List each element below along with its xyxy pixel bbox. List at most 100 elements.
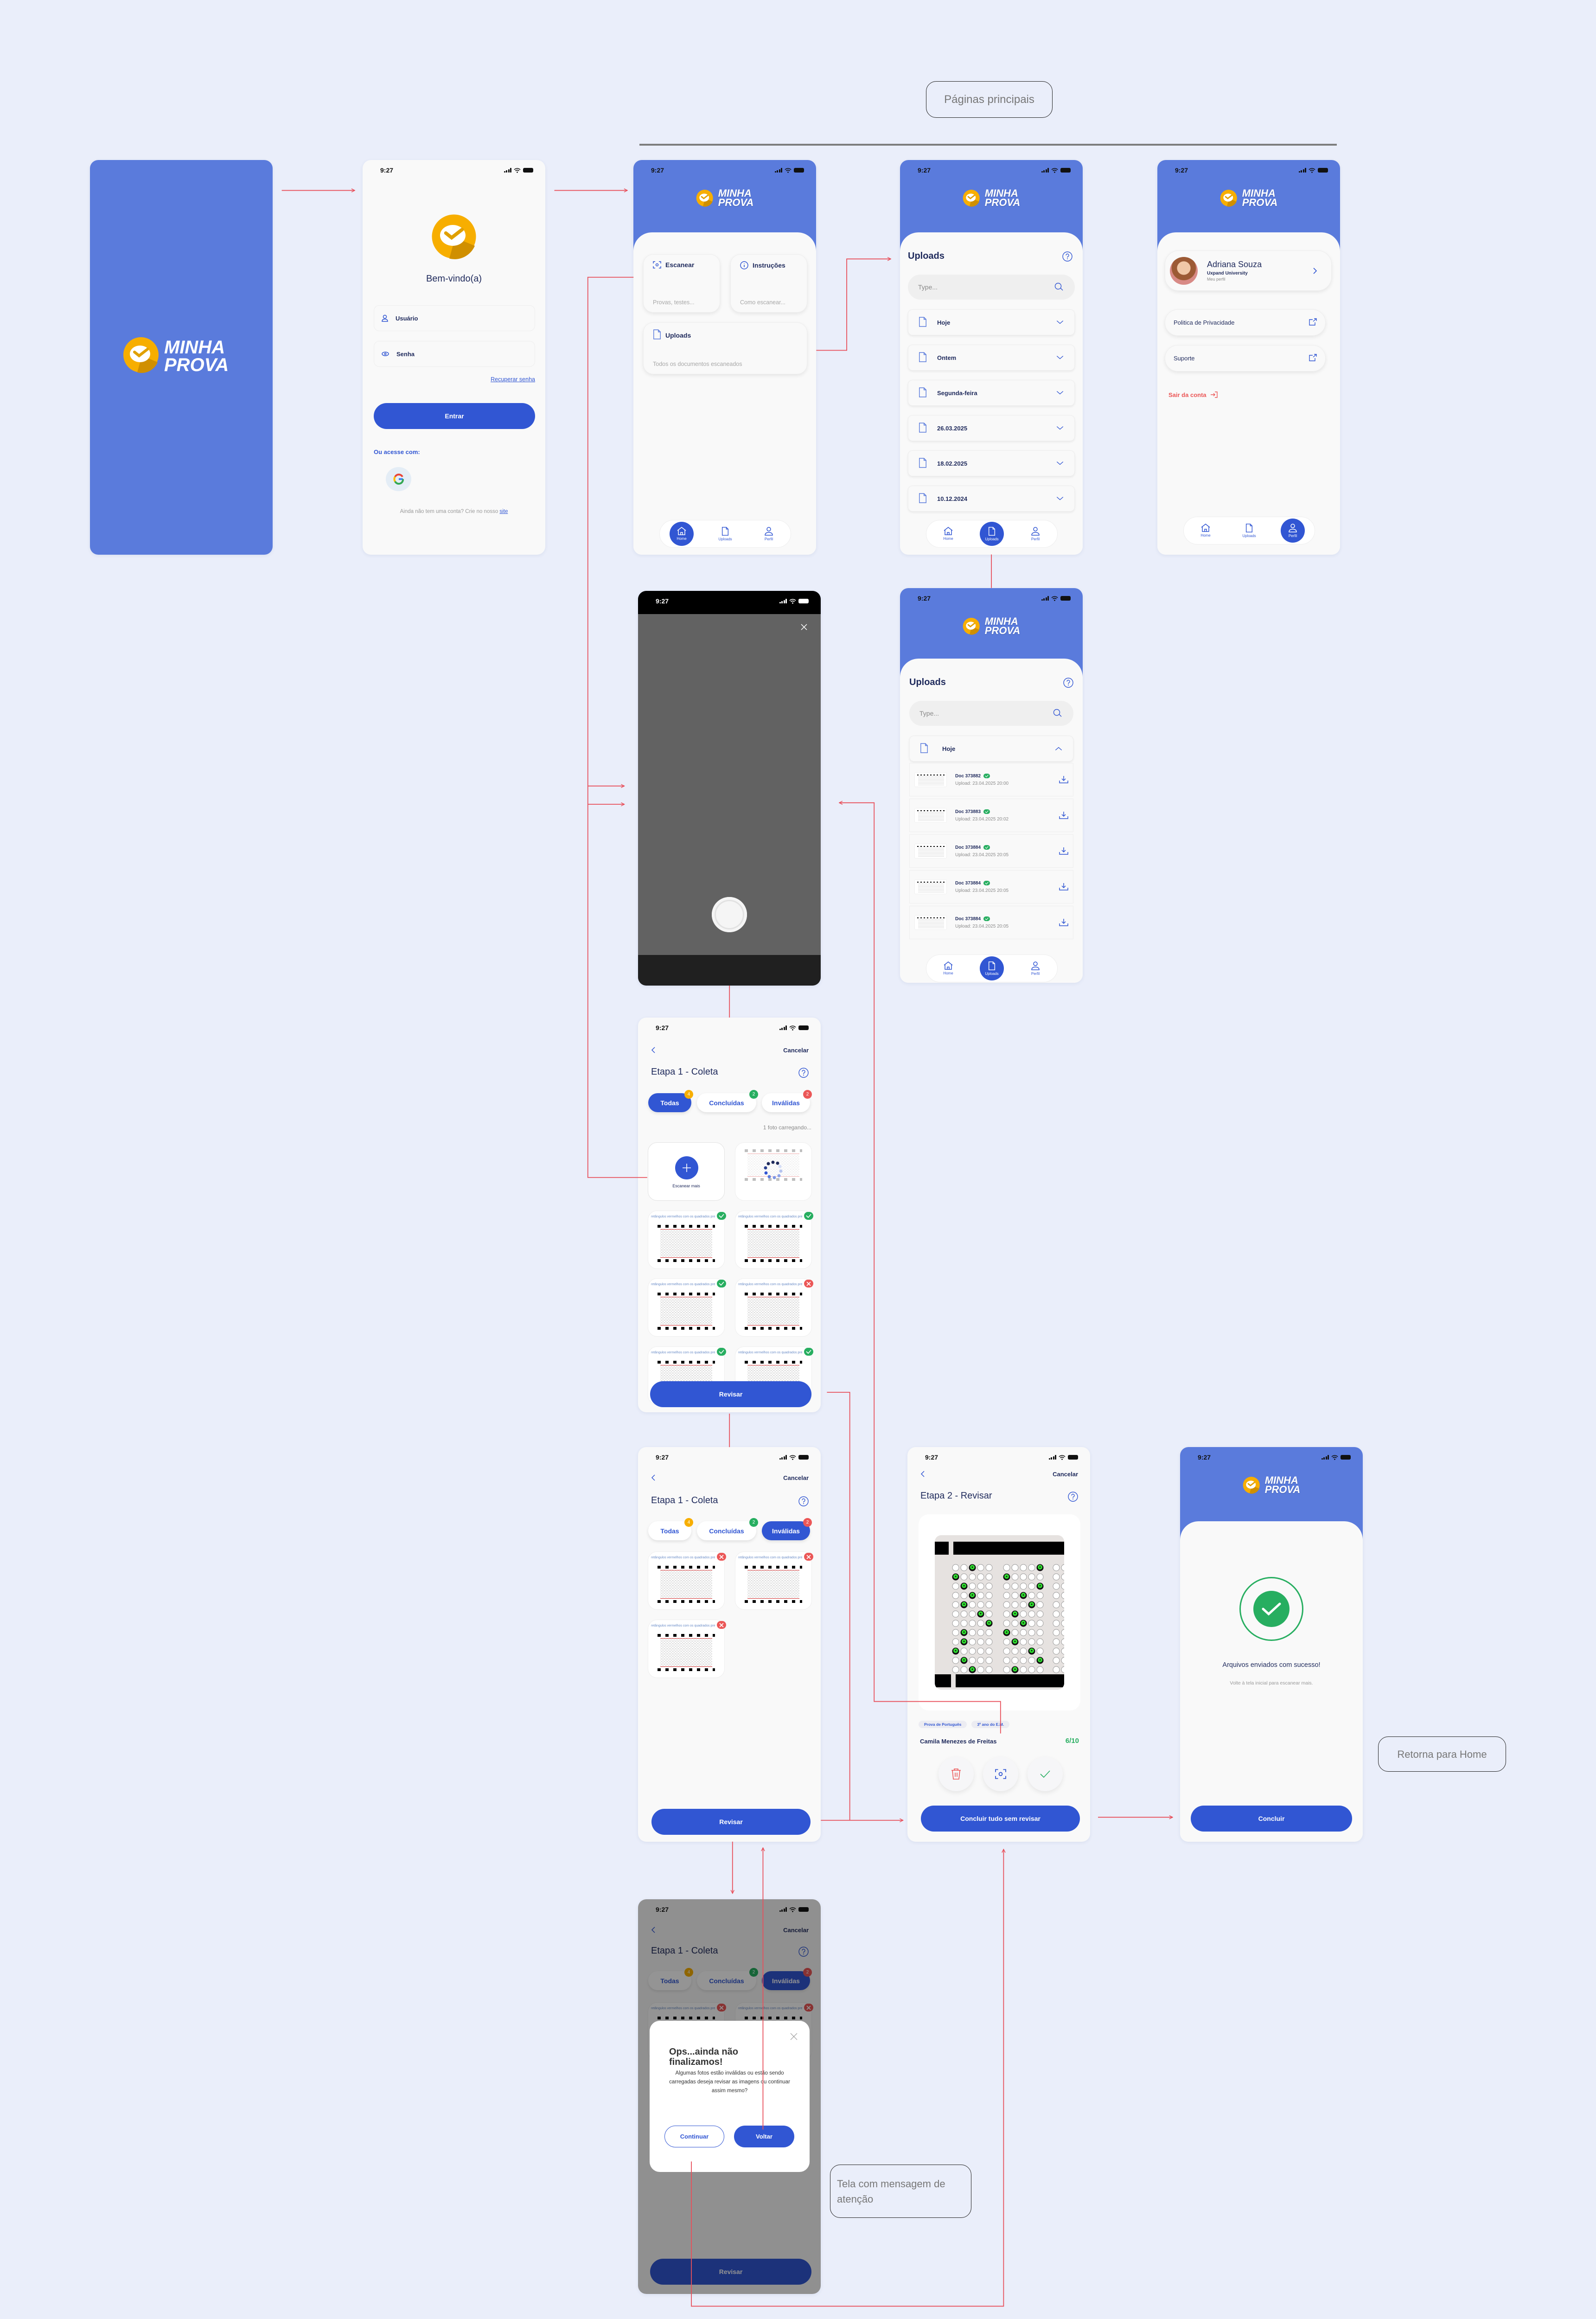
nav-profile[interactable]: Perfil: [1281, 519, 1305, 543]
modal-title: Ops...ainda não finalizamos!: [669, 2047, 738, 2067]
download-icon[interactable]: [1059, 918, 1068, 927]
help-icon[interactable]: [1068, 1492, 1078, 1502]
help-icon[interactable]: [1063, 678, 1073, 688]
back-icon[interactable]: [651, 1926, 656, 1934]
scanned-sheet-tile[interactable]: retângulos vermelhos com os quadrados pr…: [735, 1278, 813, 1337]
scanned-sheet-tile[interactable]: retângulos vermelhos com os quadrados pr…: [648, 1620, 726, 1678]
nav-uploads[interactable]: Uploads: [980, 956, 1004, 980]
cancel-link[interactable]: Cancelar: [783, 1926, 809, 1934]
support-item[interactable]: Suporte: [1165, 345, 1326, 372]
uploads-card[interactable]: Uploads Todos os documentos escaneados: [643, 322, 807, 374]
download-icon[interactable]: [1059, 883, 1068, 891]
close-icon[interactable]: [790, 2033, 798, 2040]
help-icon[interactable]: [798, 1068, 809, 1078]
scan-more-tile[interactable]: Escanear mais: [648, 1142, 725, 1201]
upload-group-hoje[interactable]: Hoje: [909, 736, 1073, 762]
back-icon[interactable]: [651, 1474, 656, 1481]
upload-group[interactable]: Hoje: [908, 309, 1075, 335]
nav-uploads[interactable]: Uploads: [980, 522, 1004, 546]
help-icon[interactable]: [798, 1947, 809, 1957]
review-button[interactable]: Revisar: [650, 2259, 811, 2285]
profile-card[interactable]: Adriana Souza Uxpand University Meu perf…: [1165, 250, 1332, 291]
timing-mark: [953, 1542, 986, 1555]
scanned-sheet-tile[interactable]: retângulos vermelhos com os quadrados pr…: [735, 1211, 813, 1269]
upload-group[interactable]: Segunda-feira: [908, 380, 1075, 406]
recover-password-link[interactable]: Recuperar senha: [491, 376, 535, 383]
shutter-button[interactable]: [712, 897, 747, 932]
back-icon[interactable]: [920, 1470, 925, 1478]
nav-profile[interactable]: Perfil: [757, 522, 781, 546]
cancel-link[interactable]: Cancelar: [783, 1046, 809, 1054]
username-field[interactable]: Usuário: [374, 305, 535, 331]
search-icon[interactable]: [1054, 282, 1064, 292]
upload-group[interactable]: Ontem: [908, 345, 1075, 371]
review-button[interactable]: Revisar: [651, 1809, 811, 1835]
signup-link[interactable]: site: [499, 509, 508, 514]
google-login-button[interactable]: [386, 467, 411, 491]
download-icon[interactable]: [1059, 775, 1068, 784]
nav-profile[interactable]: Perfil: [1023, 522, 1047, 546]
nav-uploads[interactable]: Uploads: [713, 522, 737, 546]
upload-group[interactable]: 10.12.2024: [908, 486, 1075, 512]
status-bar: 9:27: [633, 160, 816, 180]
continue-button[interactable]: Continuar: [664, 2126, 724, 2147]
nav-home[interactable]: Home: [670, 522, 694, 546]
nav-profile[interactable]: Perfil: [1023, 956, 1047, 980]
eye-icon[interactable]: [382, 352, 389, 356]
nav-home[interactable]: Home: [1194, 519, 1218, 543]
search-input[interactable]: Type...: [908, 275, 1075, 300]
login-button[interactable]: Entrar: [374, 403, 535, 429]
scanned-sheet-tile[interactable]: retângulos vermelhos com os quadrados pr…: [648, 1211, 726, 1269]
back-button[interactable]: Voltar: [734, 2126, 794, 2147]
status-icons: [1041, 596, 1071, 601]
nav-uploads[interactable]: Uploads: [1237, 519, 1261, 543]
approve-button[interactable]: [1028, 1757, 1063, 1791]
cancel-link[interactable]: Cancelar: [1053, 1470, 1078, 1478]
rescan-button[interactable]: [983, 1757, 1018, 1791]
cancel-link[interactable]: Cancelar: [783, 1474, 809, 1481]
nav-home[interactable]: Home: [936, 522, 960, 546]
student-name: Camila Menezes de Freitas: [920, 1738, 997, 1745]
delete-button[interactable]: [938, 1757, 974, 1791]
finish-button[interactable]: Concluir: [1191, 1806, 1352, 1832]
password-field[interactable]: Senha: [374, 341, 535, 367]
answer-bubble: [1028, 1573, 1035, 1581]
back-icon[interactable]: [651, 1046, 656, 1054]
download-icon[interactable]: [1059, 811, 1068, 820]
help-icon[interactable]: [1062, 251, 1073, 262]
logout-button[interactable]: Sair da conta: [1168, 391, 1218, 398]
instructions-card[interactable]: Instruções Como escanear...: [730, 254, 807, 313]
answer-bubble: [977, 1647, 984, 1655]
scan-card[interactable]: Escanear Provas, testes...: [643, 254, 720, 313]
nav-label: Home: [943, 537, 953, 541]
upload-group[interactable]: 18.02.2025: [908, 450, 1075, 476]
scanned-sheet-tile[interactable]: retângulos vermelhos com os quadrados pr…: [735, 1551, 813, 1610]
privacy-policy-item[interactable]: Politica de Privacidade: [1165, 309, 1326, 336]
help-icon[interactable]: [798, 1496, 809, 1506]
search-icon[interactable]: [1053, 709, 1062, 718]
upload-group[interactable]: 26.03.2025: [908, 415, 1075, 441]
download-icon[interactable]: [1059, 847, 1068, 855]
review-button[interactable]: Revisar: [650, 1381, 811, 1407]
finish-all-button[interactable]: Concluir tudo sem revisar: [921, 1806, 1080, 1832]
close-camera-icon[interactable]: [800, 623, 808, 631]
page-title: Etapa 1 - Coleta: [651, 1495, 718, 1505]
scanned-sheet-tile[interactable]: retângulos vermelhos com os quadrados pr…: [648, 1278, 726, 1337]
nav-home[interactable]: Home: [936, 956, 960, 980]
scanned-sheet-tile[interactable]: retângulos vermelhos com os quadrados pr…: [648, 1551, 726, 1610]
search-input[interactable]: Type...: [909, 701, 1073, 726]
